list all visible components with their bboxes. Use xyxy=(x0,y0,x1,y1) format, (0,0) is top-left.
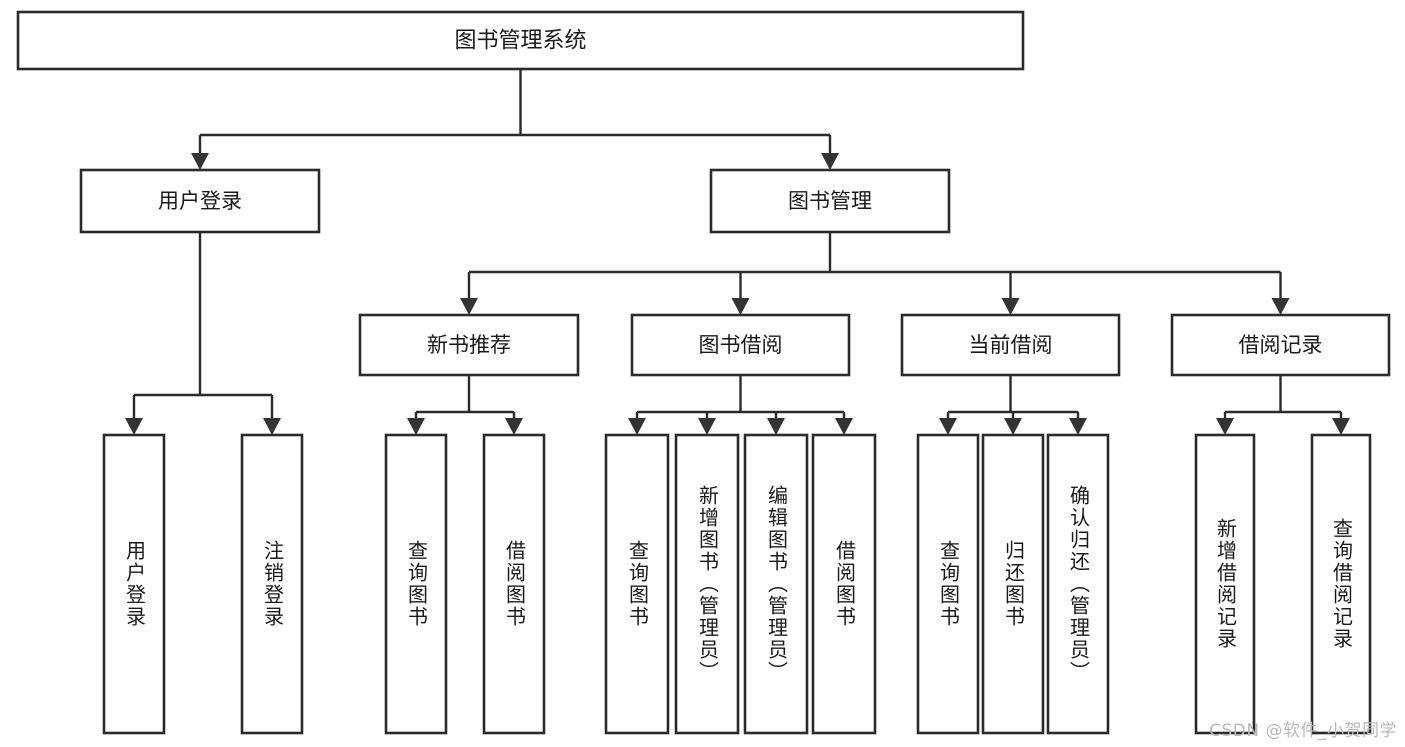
arrow-head-icon xyxy=(1001,298,1020,315)
node-leaf-query-book-1[interactable] xyxy=(384,433,448,735)
arrow-head-icon xyxy=(263,418,281,435)
arrow-head-icon xyxy=(698,418,716,435)
arrow-head-icon xyxy=(835,418,853,435)
node-book-manage-label: 图书管理 xyxy=(788,189,872,213)
arrow-head-icon xyxy=(1216,418,1234,435)
arrow-head-icon xyxy=(767,418,785,435)
node-borrow-record-label: 借阅记录 xyxy=(1239,333,1323,357)
node-leaf-confirm-return[interactable] xyxy=(1046,433,1110,735)
node-new-book-recommend[interactable] xyxy=(358,313,580,377)
arrow-head-icon xyxy=(125,418,143,435)
node-leaf-query-record[interactable] xyxy=(1310,433,1372,735)
node-leaf-logout[interactable] xyxy=(240,433,304,735)
node-current-borrow[interactable] xyxy=(900,313,1121,377)
node-leaf-return-book[interactable] xyxy=(981,433,1045,735)
arrow-head-icon xyxy=(939,418,957,435)
arrow-head-icon xyxy=(460,298,478,315)
arrow-head-icon xyxy=(731,298,750,315)
csdn-watermark: CSDN @软件_小贺同学 xyxy=(1209,721,1397,741)
node-root-label: 图书管理系统 xyxy=(454,29,586,54)
node-current-borrow-label: 当前借阅 xyxy=(969,333,1053,357)
arrow-head-icon xyxy=(1332,418,1350,435)
node-new-book-recommend-label: 新书推荐 xyxy=(427,333,511,357)
arrow-head-icon xyxy=(191,153,209,170)
connector-layer xyxy=(125,69,1350,435)
arrow-head-icon xyxy=(628,418,646,435)
node-leaf-user-login[interactable] xyxy=(102,433,166,735)
node-book-borrow[interactable] xyxy=(630,313,851,377)
arrow-head-icon xyxy=(505,418,523,435)
arrow-head-icon xyxy=(821,153,839,170)
node-user-login[interactable] xyxy=(79,168,321,234)
node-leaf-query-book-3[interactable] xyxy=(916,433,980,735)
arrow-head-icon xyxy=(1069,418,1087,435)
node-leaf-borrow-book-1[interactable] xyxy=(482,433,546,735)
node-leaf-add-record[interactable] xyxy=(1194,433,1256,735)
node-borrow-record[interactable] xyxy=(1170,313,1391,377)
node-book-borrow-label: 图书借阅 xyxy=(699,333,783,357)
node-book-manage[interactable] xyxy=(709,168,951,234)
arrow-head-icon xyxy=(1004,418,1022,435)
node-leaf-add-book[interactable] xyxy=(674,433,740,735)
arrow-head-icon xyxy=(407,418,425,435)
arrow-head-icon xyxy=(1271,298,1290,315)
node-user-login-label: 用户登录 xyxy=(158,189,242,213)
node-root[interactable] xyxy=(16,10,1025,71)
node-leaf-borrow-book-2[interactable] xyxy=(811,433,877,735)
node-leaf-edit-book[interactable] xyxy=(743,433,809,735)
node-leaf-query-book-2[interactable] xyxy=(604,433,670,735)
